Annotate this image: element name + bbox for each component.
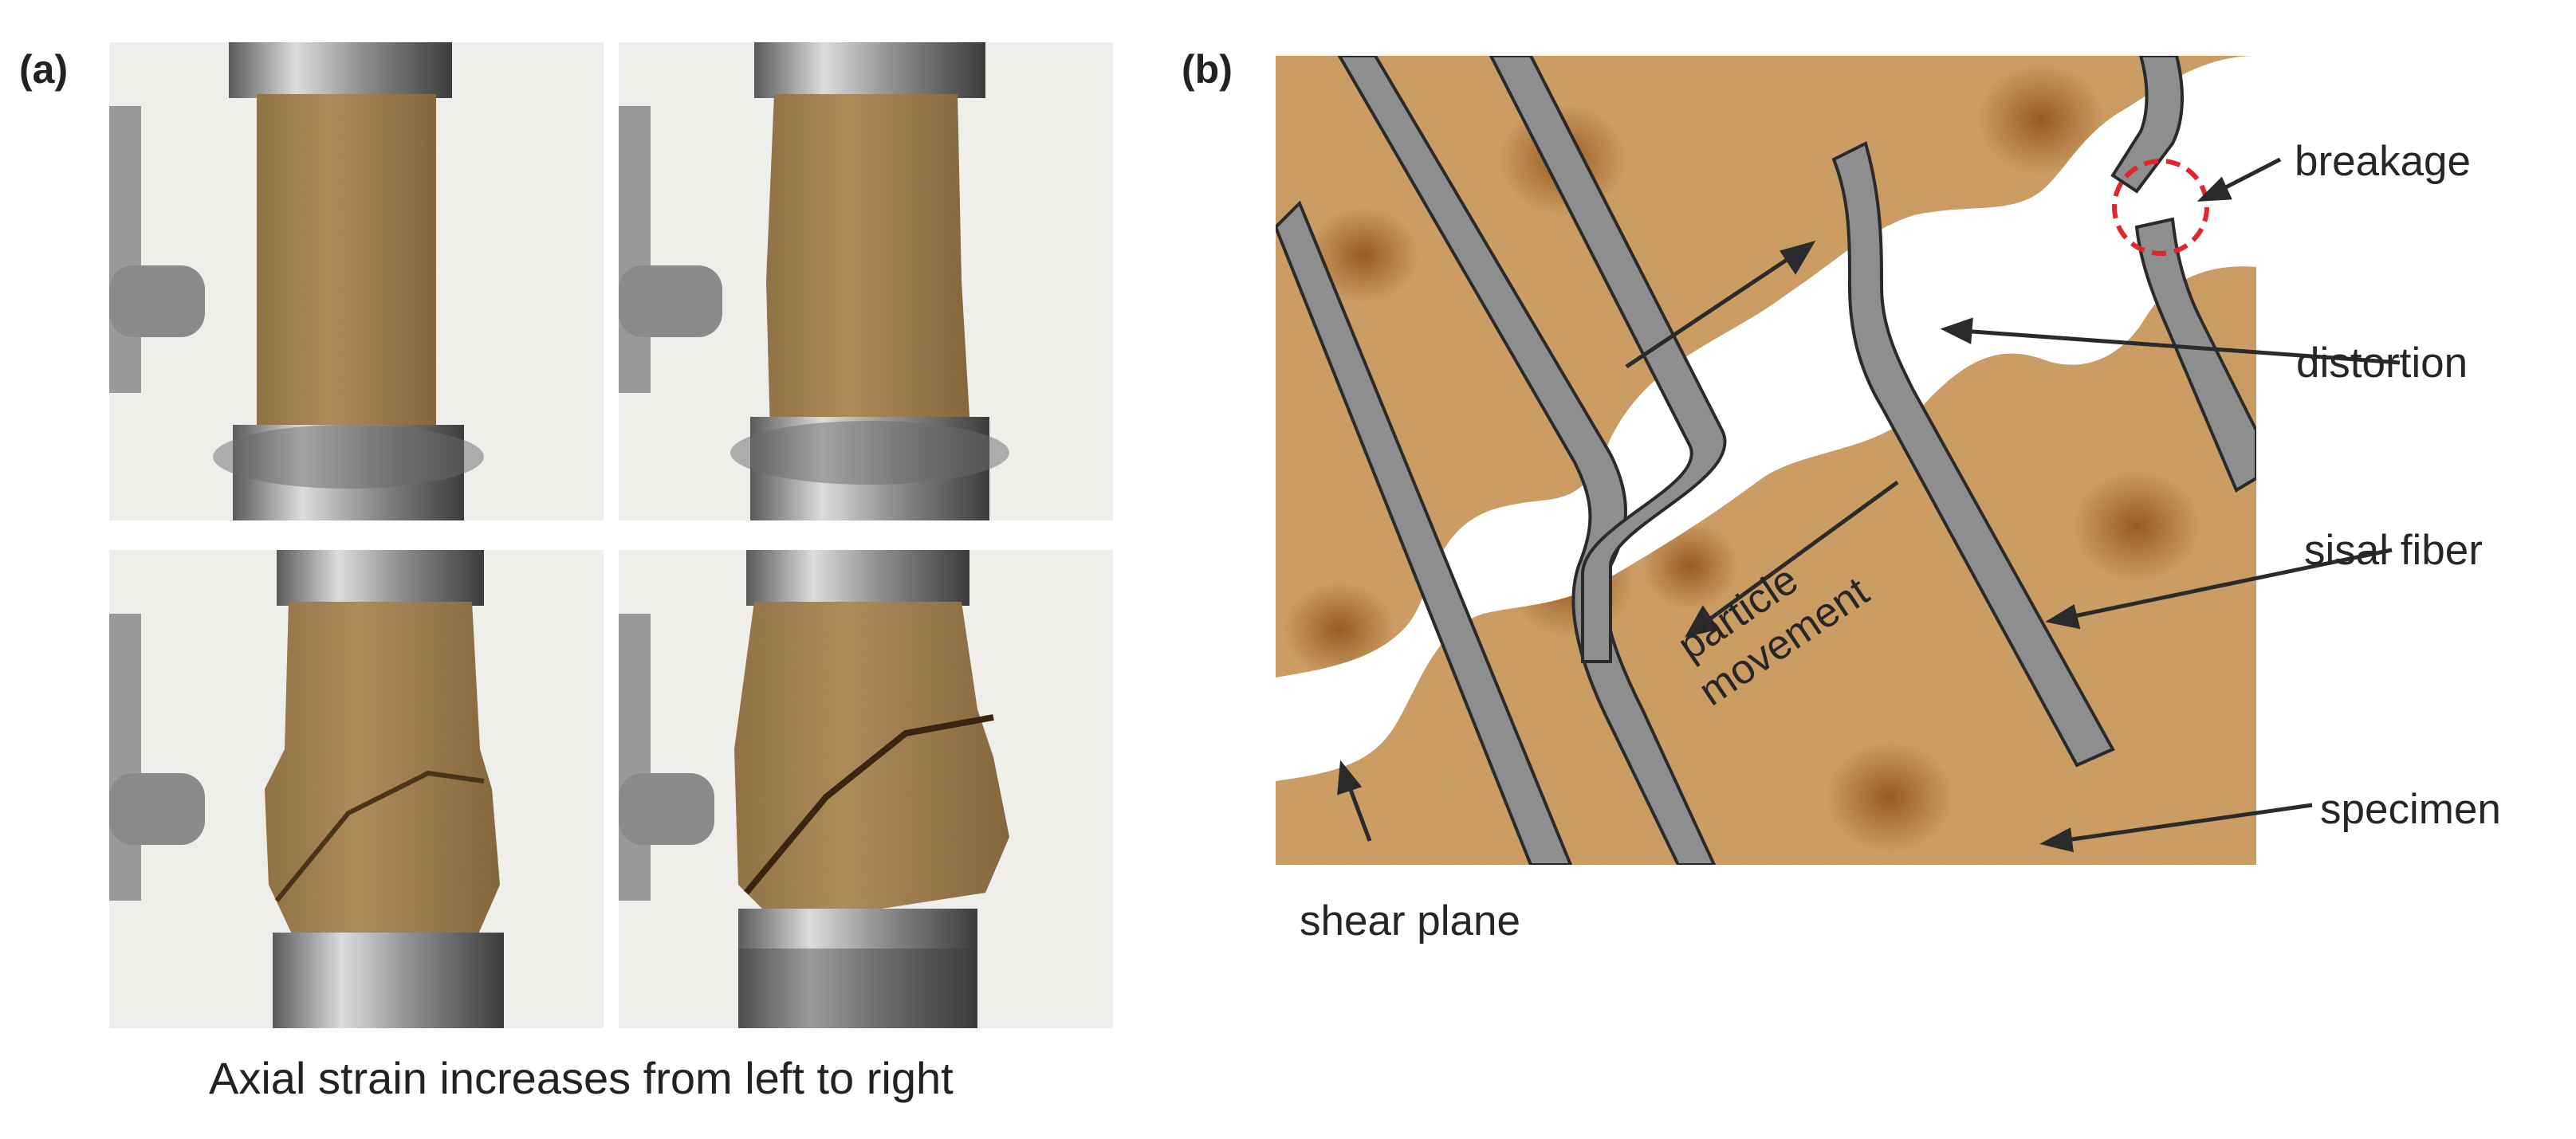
sisal-fiber-1	[1276, 200, 1573, 865]
shear-plane	[1276, 56, 2256, 781]
photo-bottom-left	[109, 550, 604, 1028]
sisal-fiber-5	[2110, 56, 2184, 194]
breakage-label: breakage	[2295, 138, 2472, 185]
photo-top-left	[109, 42, 604, 520]
photo-top-right	[619, 42, 1113, 520]
schematic-diagram: particle movement	[1276, 56, 2256, 865]
photo-bottom-right	[619, 550, 1113, 1028]
sisal-fiber-label: sisal fiber	[2304, 527, 2483, 574]
breakage-circle	[2112, 159, 2209, 256]
shear-plane-label: shear plane	[1300, 897, 1520, 945]
distortion-label: distortion	[2296, 340, 2468, 387]
panel-a-label: (a)	[19, 47, 69, 92]
specimen-label: specimen	[2320, 786, 2501, 833]
panel-b-label: (b)	[1182, 47, 1233, 92]
sisal-fiber-3	[1489, 56, 1727, 663]
panel-a-caption: Axial strain increases from left to righ…	[209, 1053, 954, 1103]
sisal-fiber-4	[1831, 141, 2115, 768]
